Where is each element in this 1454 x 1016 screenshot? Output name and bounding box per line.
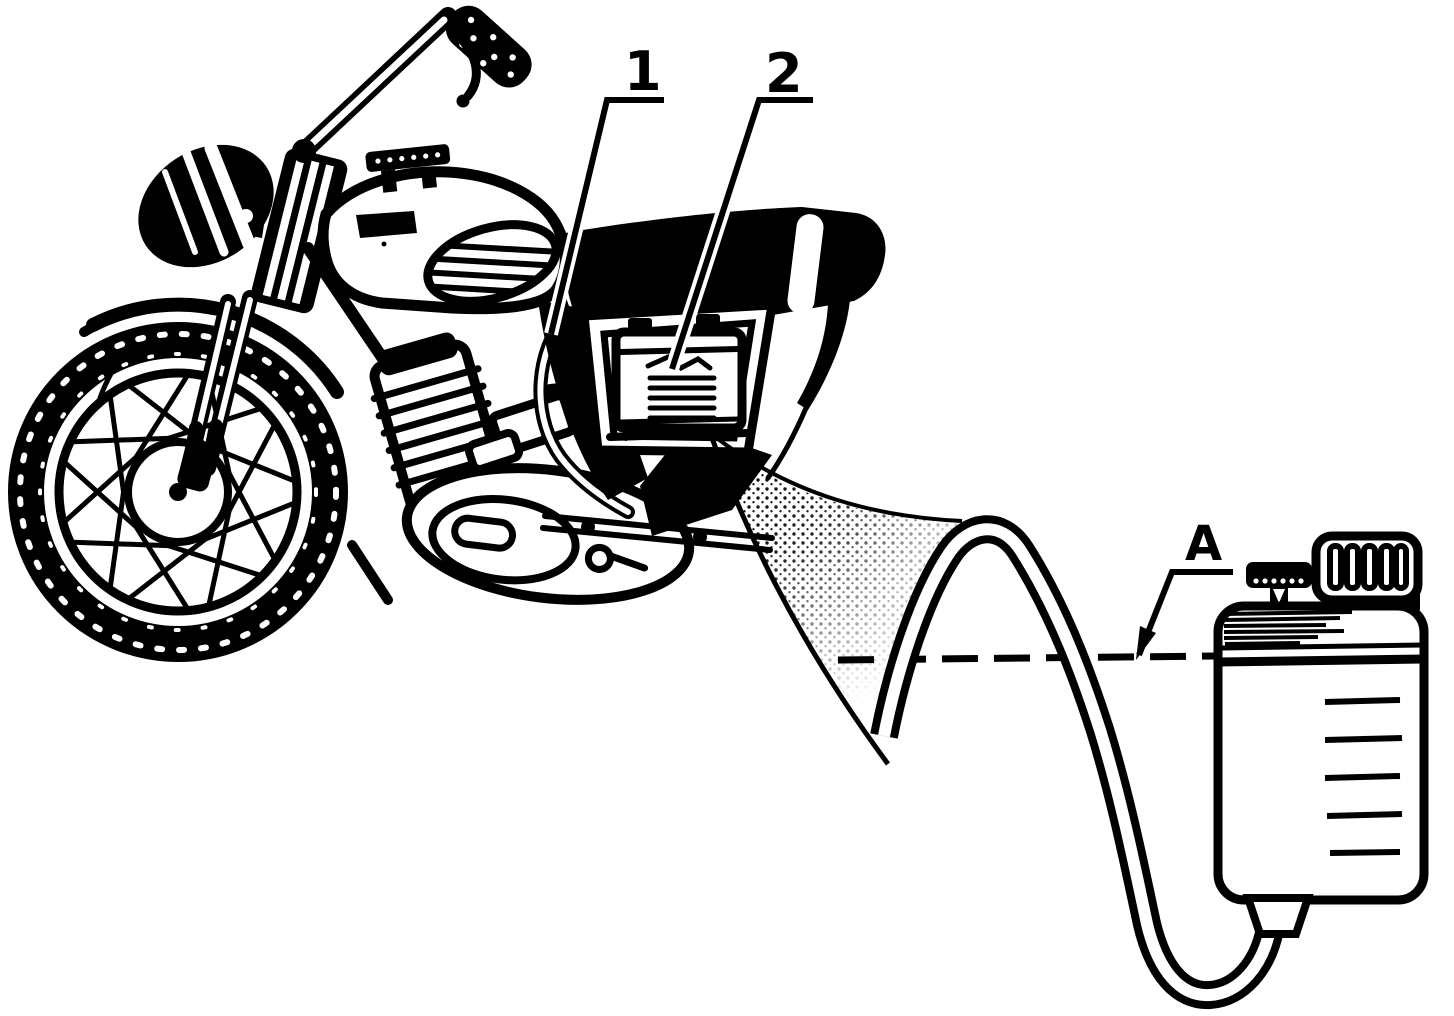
callout-2: 2 [665,42,813,372]
kickstart-boss [584,543,614,573]
callout-1: 1 [544,40,664,336]
wheel-spoke [107,395,127,500]
footrest-bolt [693,530,707,544]
wheel-rim [54,368,302,616]
wheel-spoke [160,541,262,578]
fender-stay [97,341,135,401]
tire-tread-dots [17,331,339,653]
battery-vent-hose [533,323,635,519]
leader-a-arrowhead-icon [1136,626,1156,660]
brake-lever-ball [456,94,470,108]
handlebar [292,5,532,163]
leader-a [1136,569,1233,657]
rear-fender-edge-line [765,405,809,481]
kickstand [347,540,393,605]
tire-inner-dots [38,352,318,632]
extension-hose [870,515,1286,1010]
wheel-spoke [130,373,190,465]
rack-bar [365,144,451,172]
cone-top-edge [712,434,963,523]
rack-dots [375,152,441,164]
canister-cap [1311,531,1423,611]
battery-tray [606,429,752,441]
cover-slot [451,514,517,552]
callout-a-label: A [1185,516,1222,572]
fuel-tank [317,144,571,315]
carburetor-bowl [464,429,524,473]
callout-2-label: 2 [765,42,803,105]
valve-knob-dots [1253,578,1304,584]
battery-bottom-line [617,416,741,425]
battery-terminal [628,318,652,334]
headlight-bolt [239,209,253,223]
axle-clamp [177,446,216,492]
fender-tab [79,312,115,337]
wheel-spoke [63,460,143,534]
canister-shading [1223,610,1353,646]
callout-a: A [1136,516,1233,660]
headlight [138,141,274,268]
wheel-spoke [224,424,277,518]
steering-column [251,148,348,314]
battery-terminal [696,314,720,330]
tire [8,322,348,662]
lens-glare-stripe [162,169,198,255]
column-stripe [277,160,320,301]
front-fork [177,290,258,492]
handlebar-tube-core [302,16,448,153]
rack-post [380,169,398,193]
wheel-spoke [70,435,177,445]
wheel-spoke [70,539,177,549]
canister [1213,531,1429,905]
column-stripe [291,164,334,305]
canister-shoulder-band [1217,642,1425,667]
cone-left-edge [709,437,891,766]
wheel-spoke [127,533,213,601]
leader-2 [669,97,813,370]
grip-body [445,5,532,88]
canister-spout [1242,894,1314,938]
wheel-spoke [206,502,233,607]
rear-fender-tip [797,300,850,410]
valve-stem-notch [1273,589,1285,603]
tank-kneepad [418,220,563,306]
canister-body [1213,601,1429,905]
wheel-spoke [224,466,277,560]
lens-glare-stripe [181,147,229,257]
wheel-spoke [107,484,127,589]
kickstart-stub [606,552,649,572]
seat [560,207,886,481]
cap-flutes [1327,543,1409,591]
frame-downtube [302,242,398,378]
wheel-spoke [63,450,143,524]
brake-lever [447,25,481,101]
wheel-axle [169,483,187,501]
handlebar-clamp [292,139,316,163]
wheel-spoke [197,500,296,544]
handlebar-grip [445,5,532,88]
battery-squiggle [645,354,713,372]
leader-1 [548,97,664,335]
lens-glare-stripe [204,141,256,251]
tank-badge [356,211,417,238]
hose-bore [878,523,1278,1002]
front-wheel [8,322,348,662]
column-stripe [262,157,305,297]
rack-post [420,167,437,189]
valve-knob [1246,562,1312,588]
tank-badge-dot [381,241,387,247]
tank-filler-rack [365,144,451,193]
footrest-bolt [581,520,595,534]
engine [347,332,775,605]
canister-graduation-marks [1324,697,1403,856]
callout-1-label: 1 [624,40,662,103]
wheel-spoke [130,519,190,611]
cylinder-head [377,332,458,376]
motorcycle [8,5,886,662]
seat-strap-slot [787,214,824,314]
